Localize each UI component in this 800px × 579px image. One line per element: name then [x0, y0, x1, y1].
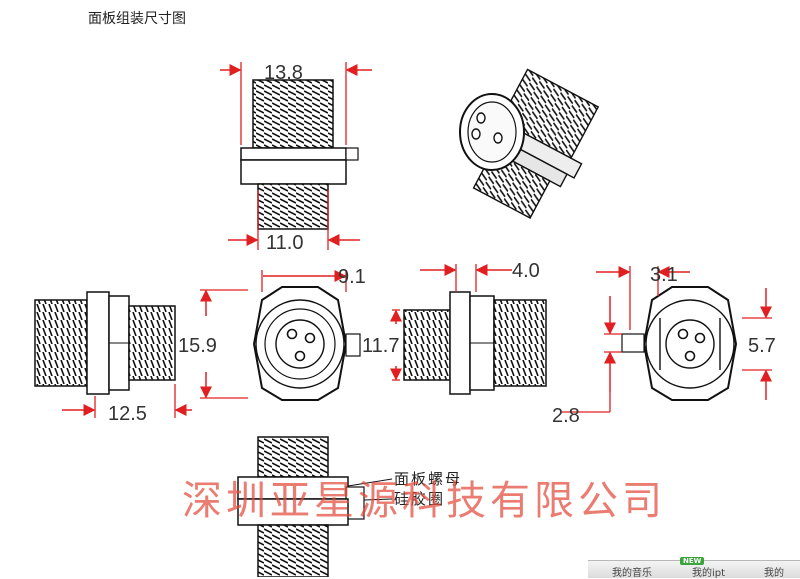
- dim-top-width: 13.8: [264, 62, 303, 84]
- company-watermark: 深圳亚星源科技有限公司: [182, 478, 666, 524]
- right-side-view: [390, 264, 547, 395]
- new-badge: NEW: [680, 557, 705, 565]
- assembly-view: [237, 436, 393, 577]
- label-panel-nut: 面板螺母: [394, 470, 462, 488]
- top-view: [220, 62, 372, 250]
- dim-flat-offset: 2.8: [552, 405, 580, 427]
- dim-front-height: 15.9: [178, 335, 217, 357]
- dim-top-thread: 11.0: [266, 232, 303, 254]
- front-view: [200, 270, 361, 401]
- drawing-title: 面板组装尺寸图: [88, 11, 186, 27]
- dim-side-thread: 11.7: [362, 335, 399, 357]
- taskbar-item-ipt[interactable]: 我的ipt: [692, 568, 726, 579]
- flat-hex-view: [562, 266, 772, 413]
- dim-left-thread: 12.5: [108, 403, 147, 425]
- dim-flat-height: 5.7: [748, 335, 776, 357]
- label-gasket: 硅胶圈: [394, 490, 445, 508]
- perspective-face: [459, 93, 525, 171]
- dim-front-width: 9.1: [338, 266, 366, 288]
- left-side-view: [34, 291, 192, 418]
- dim-flat-width: 3.1: [650, 264, 678, 286]
- taskbar-item-music[interactable]: 我的音乐: [612, 568, 652, 579]
- dim-side-thickness: 4.0: [512, 260, 540, 282]
- taskbar-item-third[interactable]: 我的: [764, 568, 784, 579]
